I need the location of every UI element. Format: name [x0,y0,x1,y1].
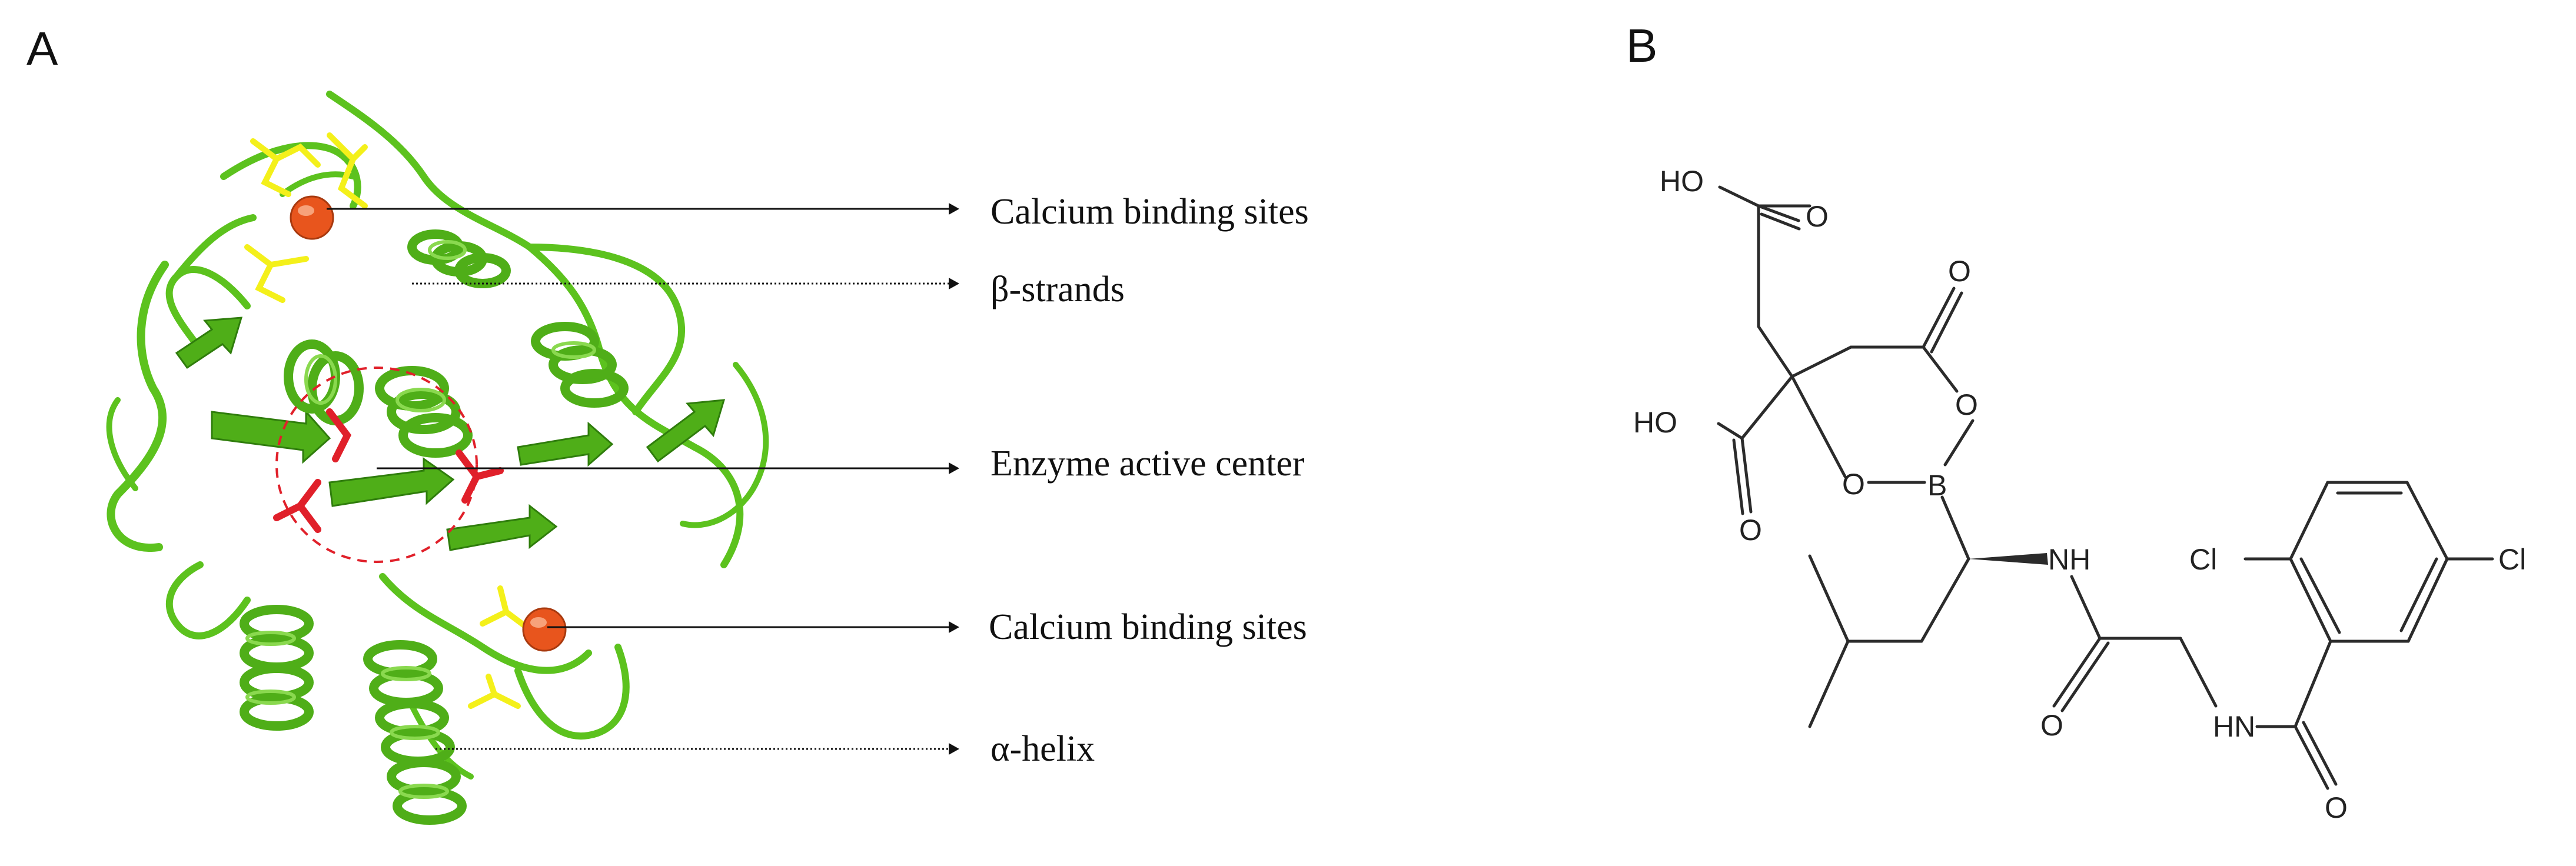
helix-bottom-right [363,640,467,825]
annotation-active-center: Enzyme active center [990,444,1305,484]
atom-nh: NH [2048,543,2090,576]
atom-boron: B [1927,469,1947,502]
atom-hn: HN [2213,710,2255,743]
annotation-alpha-helix: α-helix [990,729,1095,769]
helix-bottom-left [240,605,314,731]
atom-o-acid-bottom: O [1739,514,1762,547]
calcium-ion-top [290,195,334,240]
atom-o-ring-left: O [1842,468,1865,501]
atom-ho-left: HO [1633,406,1677,439]
atom-cl-right: Cl [2498,543,2526,576]
calcium-ions [290,195,567,652]
atom-o-amide2: O [2325,791,2348,824]
bonds [1717,185,2494,790]
annotation-pointers [327,203,959,755]
active-site-residues [273,408,504,533]
atom-o-amide1: O [2040,709,2063,742]
beta-sheets [175,317,726,551]
ribbon-loops [106,91,769,780]
annotation-calcium-binding-top: Calcium binding sites [990,192,1309,232]
annotation-beta-strands: β-strands [990,269,1125,309]
helix-center [375,366,473,458]
chemical-structure: HO O O O HO O B O NH Cl Cl O HN O [1633,165,2526,824]
atom-o-acid-top: O [1806,200,1829,233]
atom-labels: HO O O O HO O B O NH Cl Cl O HN O [1633,165,2526,824]
helix-center-left [284,339,364,425]
panel-b-label: B [1626,19,1657,72]
helix-right [531,322,629,408]
atom-o-ketone: O [1948,255,1971,288]
protein-structure [106,91,769,825]
atom-ho-top: HO [1660,165,1704,198]
helix-top [407,229,511,288]
atom-o-ring-right: O [1955,388,1978,421]
calcium-coordinating-residues [244,132,533,709]
panel-a-label: A [26,22,58,75]
alpha-helices [240,229,629,825]
atom-cl-left: Cl [2189,543,2217,576]
calcium-ion-bottom [522,607,567,652]
active-site-circle [275,367,478,563]
annotation-calcium-binding-bottom: Calcium binding sites [989,607,1307,647]
